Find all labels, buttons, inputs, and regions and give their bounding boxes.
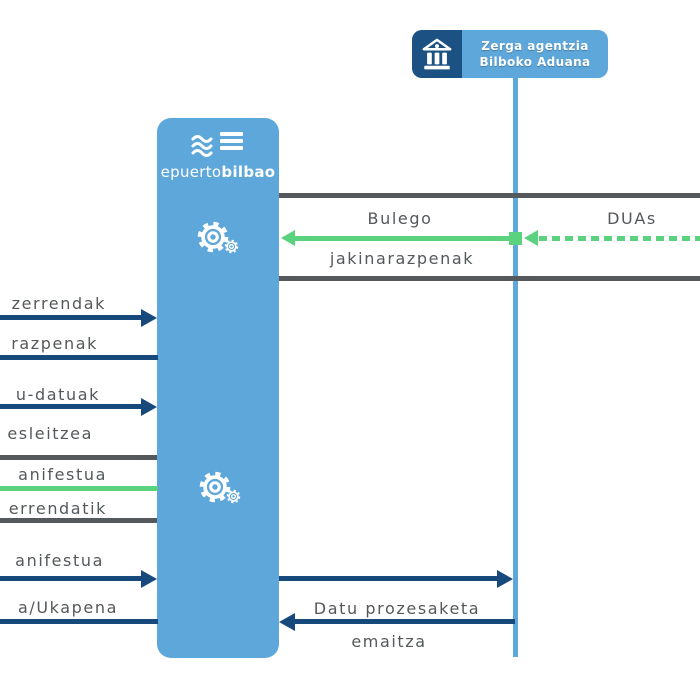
msg-forward-line: [279, 576, 499, 581]
msg-box2-label-top: anifestua: [18, 465, 107, 484]
msg-result-label-top: Datu prozesaketa: [313, 599, 481, 618]
msg-row4-line: [0, 576, 143, 581]
gear-small-icon: [224, 239, 239, 254]
customs-agency-node: Zerga agentzia Bilboko Aduana: [412, 30, 608, 78]
eport-logo-text: epuertobilbao: [157, 163, 279, 181]
msg-row5-label: a/Ukapena: [17, 598, 118, 617]
msg-row1-line: [0, 315, 143, 320]
bank-building-icon: [412, 30, 462, 78]
msg-row4-arrowhead: [141, 570, 157, 588]
msg-row2-line: [0, 355, 158, 360]
msg-result-line: [294, 619, 515, 624]
msg-box2-label-bottom: errendatik: [8, 499, 107, 518]
msg-bulego-label-top: Bulego: [367, 209, 433, 228]
msg-row5-line: [0, 619, 158, 624]
msg-forward-arrowhead: [497, 570, 513, 588]
msg-row4-label: anifestua: [15, 551, 104, 570]
msg-duas-label: DUAs: [607, 209, 657, 228]
header-line2: Bilboko Aduana: [479, 55, 591, 69]
msg-box2-line: [0, 486, 158, 491]
gear-small-icon: [226, 489, 241, 504]
msg-row1-arrowhead: [141, 309, 157, 327]
customs-agency-title: Zerga agentzia Bilboko Aduana: [462, 30, 608, 78]
eport-actor-bar: epuertobilbao: [157, 118, 279, 658]
msg-bulego-line: [294, 236, 512, 241]
msg-result-label-bottom: emaitza: [351, 632, 427, 651]
msg-row3-arrowhead: [141, 398, 157, 416]
waves-bars-icon: [190, 131, 246, 157]
msg-bulego-tail-square: [509, 232, 522, 245]
msg-row3-label-bottom: esleitzea: [7, 424, 93, 443]
msg-bulego-arrowhead: [281, 230, 295, 246]
logo-prefix: epuerto: [160, 163, 222, 181]
msg-row3-label-top: u-datuak: [15, 385, 100, 404]
msg-row2-label: razpenak: [11, 334, 98, 353]
msg-duas-arrowhead: [524, 230, 538, 246]
customs-lifeline: [513, 77, 518, 657]
msg-duas-dashed-line: [539, 236, 700, 241]
msg-bulego-label-bottom: jakinarazpenak: [329, 249, 475, 268]
msg-row1-label: zerrendak: [11, 294, 106, 313]
msg-row3-line: [0, 404, 143, 409]
logo-suffix: bilbao: [221, 163, 276, 181]
msg-result-arrowhead: [279, 613, 295, 631]
header-line1: Zerga agentzia: [481, 38, 589, 53]
